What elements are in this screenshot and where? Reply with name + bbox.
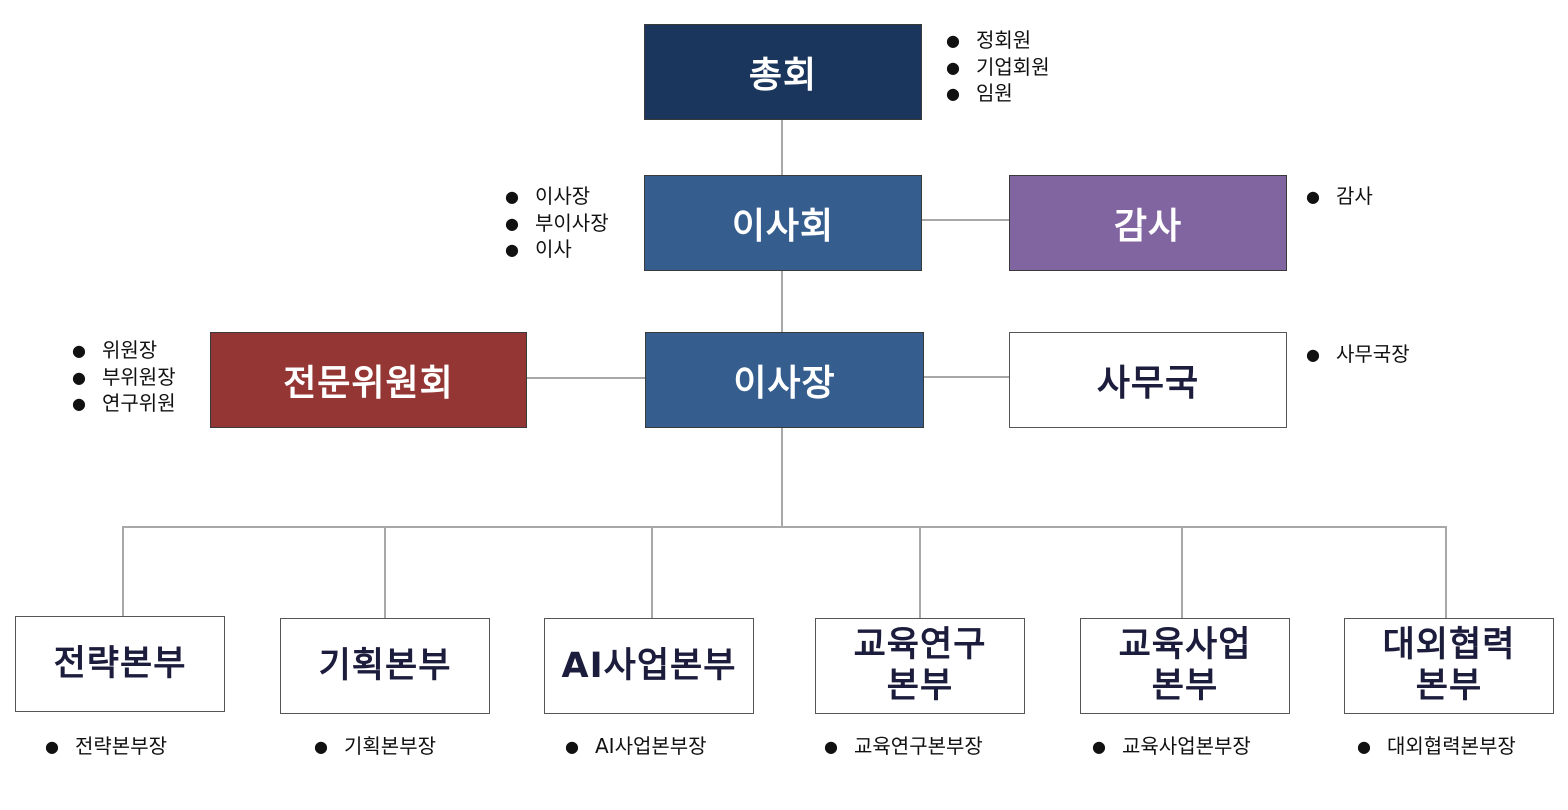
note-item: 이사	[505, 236, 609, 263]
secretariat-box: 사무국	[1009, 332, 1287, 428]
note-item: 교육연구본부장	[824, 733, 983, 760]
division-box-strategy: 전략본부	[15, 616, 225, 712]
division-box-external-cooperation: 대외협력 본부	[1344, 618, 1554, 714]
connector-board-auditor	[921, 219, 1011, 221]
connector-division-drop	[919, 526, 921, 620]
connector-chairman-secretariat	[922, 376, 1011, 378]
connector-division-drop	[1445, 526, 1447, 620]
committee-label: 전문위원회	[283, 363, 454, 404]
note-item: 교육사업본부장	[1092, 733, 1251, 760]
auditor-box: 감사	[1009, 175, 1287, 271]
connector-assembly-board	[781, 118, 783, 176]
note-item: 기업회원	[946, 54, 1050, 81]
division-label: 기획본부	[318, 645, 452, 686]
general-assembly-box: 총회	[644, 24, 922, 120]
division-label: 전략본부	[53, 643, 187, 684]
division-label: 교육연구 본부	[853, 625, 987, 706]
auditor-label: 감사	[1113, 206, 1183, 247]
note-item: 전략본부장	[45, 733, 167, 760]
board-box: 이사회	[644, 175, 922, 271]
chairman-box: 이사장	[645, 332, 924, 428]
connector-division-drop	[122, 526, 124, 618]
auditor-notes: 감사	[1306, 183, 1373, 210]
division-label: 교육사업 본부	[1118, 625, 1252, 706]
note-item: 연구위원	[72, 390, 176, 417]
division-head-note: 전략본부장	[45, 733, 167, 760]
division-head-note: 교육연구본부장	[824, 733, 983, 760]
secretariat-notes: 사무국장	[1306, 341, 1410, 368]
note-item: 임원	[946, 80, 1050, 107]
connector-division-drop	[1181, 526, 1183, 620]
connector-chairman-divisions	[781, 426, 783, 527]
connector-committee-chairman	[525, 377, 647, 379]
division-head-note: 교육사업본부장	[1092, 733, 1251, 760]
division-box-planning: 기획본부	[280, 618, 490, 714]
note-item: AI사업본부장	[565, 733, 707, 760]
connector-division-drop	[651, 526, 653, 620]
note-item: 기획본부장	[314, 733, 436, 760]
secretariat-label: 사무국	[1096, 363, 1200, 404]
connector-board-chairman	[781, 269, 783, 334]
committee-notes: 위원장 부위원장 연구위원	[72, 337, 176, 417]
division-head-note: 기획본부장	[314, 733, 436, 760]
chairman-label: 이사장	[733, 363, 836, 404]
division-head-note: AI사업본부장	[565, 733, 707, 760]
note-item: 부위원장	[72, 364, 176, 391]
division-label: AI사업본부	[561, 645, 737, 686]
note-item: 감사	[1306, 183, 1373, 210]
note-item: 정회원	[946, 27, 1050, 54]
note-item: 대외협력본부장	[1357, 733, 1516, 760]
general-assembly-notes: 정회원 기업회원 임원	[946, 27, 1050, 107]
division-box-education-research: 교육연구 본부	[815, 618, 1025, 714]
connector-division-drop	[384, 526, 386, 620]
note-item: 부이사장	[505, 210, 609, 237]
connector-division-bus	[122, 526, 1447, 528]
division-label: 대외협력 본부	[1382, 625, 1516, 706]
committee-box: 전문위원회	[210, 332, 527, 428]
division-box-ai-business: AI사업본부	[544, 618, 754, 714]
note-item: 이사장	[505, 183, 609, 210]
note-item: 사무국장	[1306, 341, 1410, 368]
general-assembly-label: 총회	[748, 55, 818, 96]
note-item: 위원장	[72, 337, 176, 364]
board-notes: 이사장 부이사장 이사	[505, 183, 609, 263]
board-label: 이사회	[731, 206, 835, 247]
division-box-education-business: 교육사업 본부	[1080, 618, 1290, 714]
division-head-note: 대외협력본부장	[1357, 733, 1516, 760]
